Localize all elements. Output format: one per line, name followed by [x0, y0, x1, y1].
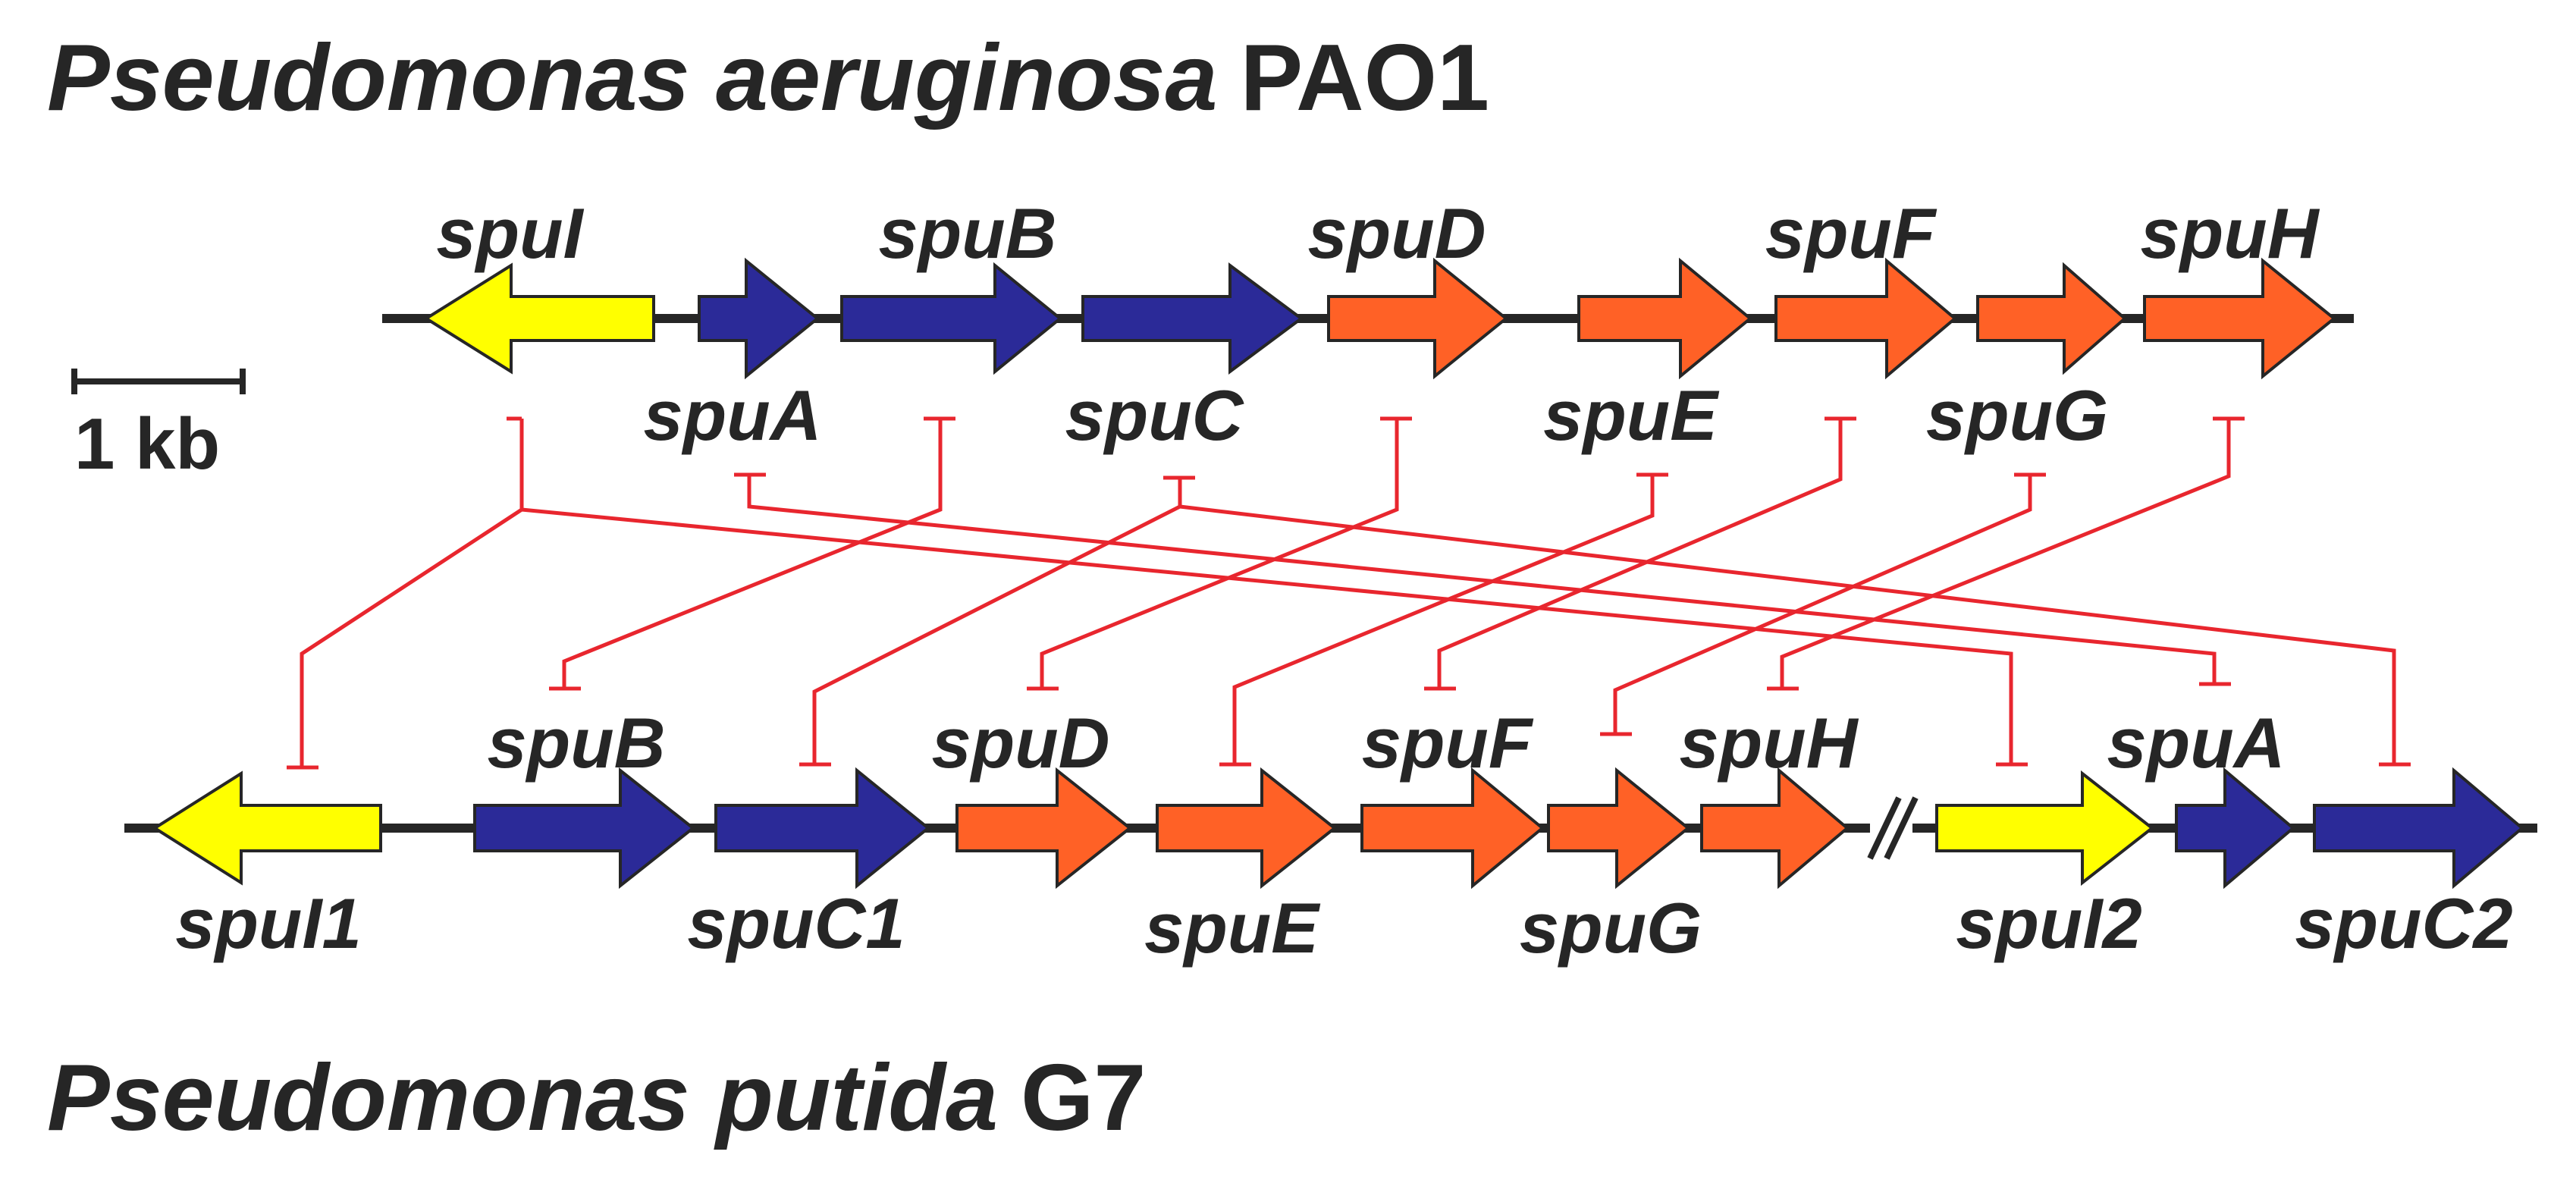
g7-gene-spuH: [1700, 767, 1850, 890]
g7-label-spuH: spuH: [1680, 703, 1859, 783]
g7-gene-spuI1: [152, 770, 382, 886]
g7-label-spuI1: spuI1: [175, 883, 362, 963]
g7-label-spuC2: spuC2: [2295, 883, 2512, 963]
title-g7-strain: G7: [1021, 1046, 1146, 1150]
homology-connectors: [287, 416, 2411, 770]
break-mark-1: [1867, 796, 1902, 860]
pao1-label-spuG: spuG: [1926, 375, 2108, 455]
pao1-gene-spuD: [1327, 257, 1509, 380]
pao1-label-spuH: spuH: [2141, 193, 2320, 273]
homology-spuD: [1027, 416, 1412, 691]
pao1-gene-spuA: [698, 257, 820, 380]
chromosome-break: [1867, 796, 1919, 860]
title-pao1-strain: PAO1: [1241, 26, 1489, 130]
homology-spuI-spuI2: [521, 507, 2028, 767]
break-mark-2: [1884, 796, 1919, 860]
homology-spuB: [549, 416, 955, 691]
g7-label-spuG: spuG: [1520, 888, 1702, 968]
g7-gene-spuC1: [714, 767, 931, 890]
pao1-gene-spuG: [1976, 262, 2128, 375]
g7-gene-spuB: [473, 767, 696, 890]
pao1-cluster: spuI spuA spuB spuC spuD spuE spuF spuG …: [382, 193, 2354, 455]
g7-label-spuD: spuD: [932, 703, 1110, 783]
g7-gene-spuD: [955, 767, 1133, 890]
pao1-gene-spuE: [1577, 257, 1753, 380]
homology-spuC-spuC1: [799, 475, 1195, 767]
pao1-label-spuD: spuD: [1308, 193, 1486, 273]
g7-label-spuI2: spuI2: [1956, 883, 2142, 963]
g7-cluster: spuB spuD spuF spuH spuA spuI1 spuC1 spu…: [124, 703, 2537, 968]
homology-spuH: [1767, 416, 2245, 691]
homology-spuI-spuI1: [287, 416, 524, 770]
g7-gene-spuG: [1547, 767, 1691, 890]
homology-spuG: [1600, 472, 2046, 736]
homology-spuF: [1424, 416, 1856, 691]
pao1-gene-spuI: [423, 262, 655, 375]
pao1-gene-spuB: [840, 262, 1063, 375]
homology-spuC-spuC2: [1179, 504, 2411, 767]
pao1-label-spuE: spuE: [1543, 375, 1720, 455]
pao1-label-spuA: spuA: [644, 375, 822, 455]
pao1-gene-spuC: [1081, 262, 1304, 375]
pao1-label-spuC: spuC: [1065, 375, 1244, 455]
g7-label-spuC1: spuC1: [687, 883, 905, 963]
g7-label-spuA: spuA: [2107, 703, 2286, 783]
title-g7-species: Pseudomonas putida: [47, 1046, 998, 1150]
g7-gene-spuC2: [2313, 767, 2525, 890]
g7-gene-spuI2: [1935, 770, 2155, 886]
pao1-gene-spuH: [2143, 257, 2337, 380]
pao1-gene-spuF: [1774, 257, 1958, 380]
g7-label-spuE: spuE: [1144, 888, 1321, 968]
g7-label-spuF: spuF: [1362, 703, 1534, 783]
homology-spuE: [1219, 472, 1668, 767]
scale-bar: 1 kb: [71, 369, 246, 485]
title-pao1-species: Pseudomonas aeruginosa: [47, 26, 1218, 130]
g7-gene-spuE: [1156, 767, 1338, 890]
g7-gene-spuF: [1360, 767, 1545, 890]
scale-bar-label: 1 kb: [74, 403, 220, 485]
homology-spuA: [734, 472, 2231, 686]
g7-gene-spuA: [2175, 767, 2296, 890]
g7-label-spuB: spuB: [488, 703, 666, 783]
pao1-label-spuI: spuI: [436, 193, 584, 273]
pao1-label-spuB: spuB: [879, 193, 1057, 273]
pao1-label-spuF: spuF: [1765, 193, 1937, 273]
